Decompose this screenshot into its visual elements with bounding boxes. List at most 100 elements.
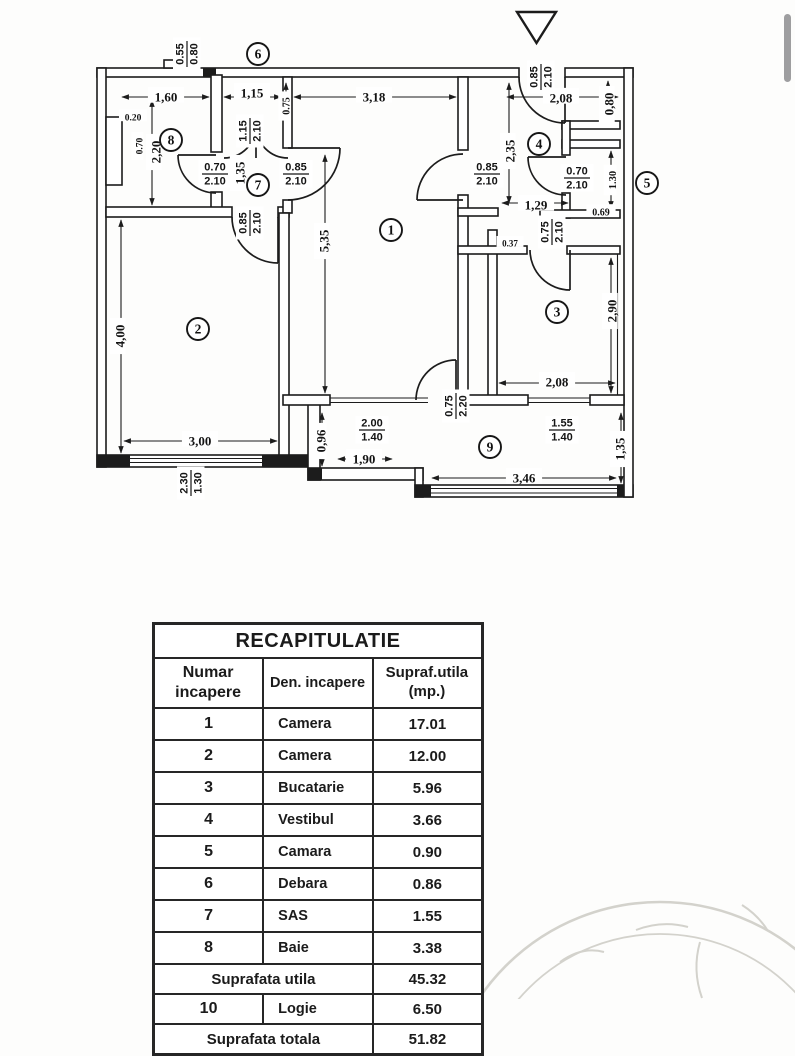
dim-label: 0.37 [496, 235, 524, 248]
room-name-cell: Bucatarie [262, 771, 374, 805]
room-area-cell: 17.01 [371, 707, 484, 741]
room-number-cell: 7 [152, 899, 265, 933]
dim-label: 0,80 [598, 85, 617, 123]
recap-header-col-denumire: Den. incapere [262, 657, 374, 709]
svg-text:4,00: 4,00 [113, 325, 128, 348]
room-number-4: 4 [527, 132, 551, 156]
dim-label: 2,35 [499, 132, 518, 170]
room-name-cell: Baie [262, 931, 374, 965]
room-area-cell: 12.00 [371, 739, 484, 773]
svg-text:0.85: 0.85 [476, 162, 497, 174]
recap-header-col-suprafata: Supraf.utila(mp.) [371, 657, 484, 709]
dim-label: 1,35 [609, 430, 628, 468]
room-name-cell: Camera [262, 707, 374, 741]
svg-text:2: 2 [195, 322, 202, 337]
walls [96, 59, 634, 498]
svg-text:6: 6 [255, 47, 262, 62]
dim-label: 1,60 [147, 86, 185, 105]
svg-text:0.70: 0.70 [204, 162, 225, 174]
room-number-7: 7 [246, 173, 270, 197]
floor-plan: 1,60 1,15 3,18 2,08 0,80 0.20 0.70 2,20 0.75 1,35… [96, 10, 795, 999]
svg-text:0.55: 0.55 [175, 43, 187, 64]
door-size-label: 0.702.10 [560, 164, 594, 192]
room-name-cell: Vestibul [262, 803, 374, 837]
svg-text:1.30: 1.30 [193, 472, 205, 493]
svg-text:2.10: 2.10 [554, 221, 566, 242]
room-name-cell: SAS [262, 899, 374, 933]
svg-text:8: 8 [168, 133, 175, 148]
room-number-6: 6 [246, 42, 270, 66]
dim-label: 3,46 [505, 467, 543, 486]
room-area-cell: 1.55 [371, 899, 484, 933]
svg-text:1,90: 1,90 [353, 452, 376, 467]
room-number-cell: 3 [152, 771, 265, 805]
dim-label: 1.30 [603, 164, 619, 196]
dim-label: 5,35 [313, 222, 332, 260]
room-area-cell: 0.86 [371, 867, 484, 901]
svg-text:0.69: 0.69 [592, 208, 610, 219]
svg-text:5: 5 [644, 176, 651, 191]
svg-text:2.10: 2.10 [285, 176, 306, 188]
room-name-cell: Debara [262, 867, 374, 901]
svg-text:2.00: 2.00 [361, 418, 382, 430]
stamp [477, 900, 795, 999]
dim-label: 0.75 [278, 91, 293, 121]
svg-text:2.30: 2.30 [179, 472, 191, 493]
svg-text:2,20: 2,20 [149, 141, 164, 164]
svg-text:2.10: 2.10 [476, 176, 497, 188]
room-number-9: 9 [478, 435, 502, 459]
room-number-cell: 6 [152, 867, 265, 901]
svg-text:1,29: 1,29 [525, 198, 548, 213]
svg-text:0.75: 0.75 [444, 395, 456, 416]
door-size-label: 2.001.40 [355, 416, 389, 444]
door-size-label: 1.551.40 [545, 416, 579, 444]
svg-text:0.70: 0.70 [566, 166, 587, 178]
svg-text:1.15: 1.15 [238, 120, 250, 141]
svg-text:1.55: 1.55 [551, 418, 572, 430]
dim-label: 3,18 [355, 86, 393, 105]
recap-title-row: RECAPITULATIE [152, 622, 484, 659]
svg-text:2,08: 2,08 [546, 375, 569, 390]
svg-text:3,46: 3,46 [513, 471, 536, 486]
svg-text:0.85: 0.85 [285, 162, 306, 174]
svg-text:2,08: 2,08 [550, 91, 573, 106]
svg-text:2.20: 2.20 [458, 395, 470, 416]
svg-text:1,35: 1,35 [613, 437, 628, 460]
svg-text:0.20: 0.20 [125, 113, 142, 123]
dim-label: 4,00 [109, 317, 128, 355]
room-number-cell: 8 [152, 931, 265, 965]
dim-label: 1,29 [517, 194, 555, 213]
suprafata-utila-value: 45.32 [371, 963, 484, 995]
room-number-cell: 1 [152, 707, 265, 741]
scrollbar-thumb[interactable] [784, 14, 791, 82]
room-name-cell: Camara [262, 835, 374, 869]
dim-label: 0,96 [310, 422, 329, 460]
svg-text:3,18: 3,18 [363, 90, 386, 105]
svg-text:0.75: 0.75 [540, 221, 552, 242]
svg-text:7: 7 [255, 178, 262, 193]
room-number-1: 1 [379, 218, 403, 242]
suprafata-totala-value: 51.82 [371, 1023, 484, 1056]
svg-text:5,35: 5,35 [317, 229, 332, 252]
svg-text:1: 1 [388, 223, 395, 238]
svg-text:2.10: 2.10 [252, 212, 264, 233]
svg-text:2.10: 2.10 [252, 120, 264, 141]
dim-label: 2,20 [145, 133, 164, 171]
dim-label: 1,15 [233, 82, 271, 101]
dim-label: 1,35 [229, 154, 248, 192]
room-area-cell: 3.66 [371, 803, 484, 837]
door-size-label: 0.85 2.10 [470, 160, 504, 188]
